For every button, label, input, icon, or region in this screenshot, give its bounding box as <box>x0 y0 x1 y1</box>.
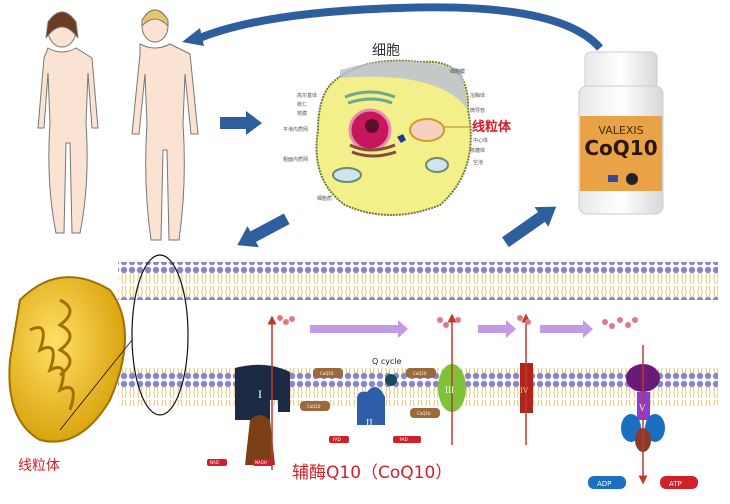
female-body-illustration <box>37 11 99 234</box>
adp-label: ADP <box>597 480 611 488</box>
cell-label: 核糖体 <box>470 147 485 154</box>
atp-label: ATP <box>669 480 682 488</box>
cell-label: 平滑内质网 <box>283 126 308 133</box>
coq10-tag: CoQ10 <box>413 371 427 376</box>
coq10-bottle <box>578 51 664 215</box>
outer-membrane <box>118 262 718 300</box>
arrow-body-to-cell <box>220 111 262 135</box>
coq10-tag: CoQ10 <box>320 371 334 376</box>
caption: 辅酶Q10（CoQ10） <box>292 463 452 483</box>
cell-label: 高尔基体 <box>297 92 317 99</box>
return-curved-arrow <box>193 3 604 51</box>
coq10-tag: CoQ10 <box>307 404 321 409</box>
cell-label: 粗面内质网 <box>283 156 308 163</box>
cell-label: 细胞膜 <box>450 68 465 75</box>
cell-label: 溶酶体 <box>470 92 485 99</box>
mitochondrion-illustration <box>8 276 126 443</box>
cell-label: 微导管 <box>470 107 485 114</box>
cell-label: 核仁 <box>297 101 307 108</box>
complex-i <box>235 364 290 465</box>
arrow-cell-to-mitochondria <box>237 213 290 248</box>
cell-title: 细胞 <box>372 43 400 59</box>
q-cycle-label: Q cycle <box>372 357 402 366</box>
cell-label: 核膜 <box>297 110 307 117</box>
cell-illustration <box>315 59 472 216</box>
q-cycle-icon <box>385 374 397 386</box>
cell-label: 空泡 <box>473 159 483 166</box>
mitochondria-label: 线粒体 <box>18 458 60 474</box>
cell-label: 中心体 <box>473 137 488 144</box>
complex-ii-label: II <box>366 418 373 429</box>
complex-i-label: I <box>258 387 262 401</box>
complex-iii-label: III <box>445 385 454 395</box>
fad-tag: FAD <box>333 437 341 442</box>
coq10-carriers: CoQ10 CoQ10 CoQ10 CoQ10 <box>300 368 440 418</box>
adp-badge <box>588 476 626 489</box>
zoom-ellipse <box>131 254 189 416</box>
nad-tag: NAD <box>210 460 219 465</box>
atp-badge <box>660 476 698 489</box>
complex-iv-label: IV <box>520 386 529 395</box>
bottle-product: CoQ10 <box>584 136 657 160</box>
male-body-illustration <box>131 9 199 241</box>
proton-cluster <box>277 315 638 329</box>
fad-tag: FAD <box>400 437 408 442</box>
cofactor-tags: NAD NADH FAD FAD <box>207 436 421 466</box>
coq10-tag: CoQ10 <box>417 411 431 416</box>
complex-v-label: V <box>639 403 646 413</box>
cell-mitochondria-label: 线粒体 <box>472 119 512 135</box>
arrow-chain-to-bottle <box>501 206 557 248</box>
nadh-tag: NADH <box>255 460 267 465</box>
complex-ii <box>357 387 385 425</box>
cell-label: 细胞质 <box>317 195 332 202</box>
bottle-brand: VALEXIS <box>598 124 643 137</box>
cell-right-labels: 细胞膜 溶酶体 微导管 中心体 核糖体 空泡 <box>450 68 488 166</box>
proton-flow-arrows <box>310 320 593 338</box>
cell-left-labels: 高尔基体 核仁 核膜 平滑内质网 粗面内质网 细胞质 <box>283 92 332 202</box>
